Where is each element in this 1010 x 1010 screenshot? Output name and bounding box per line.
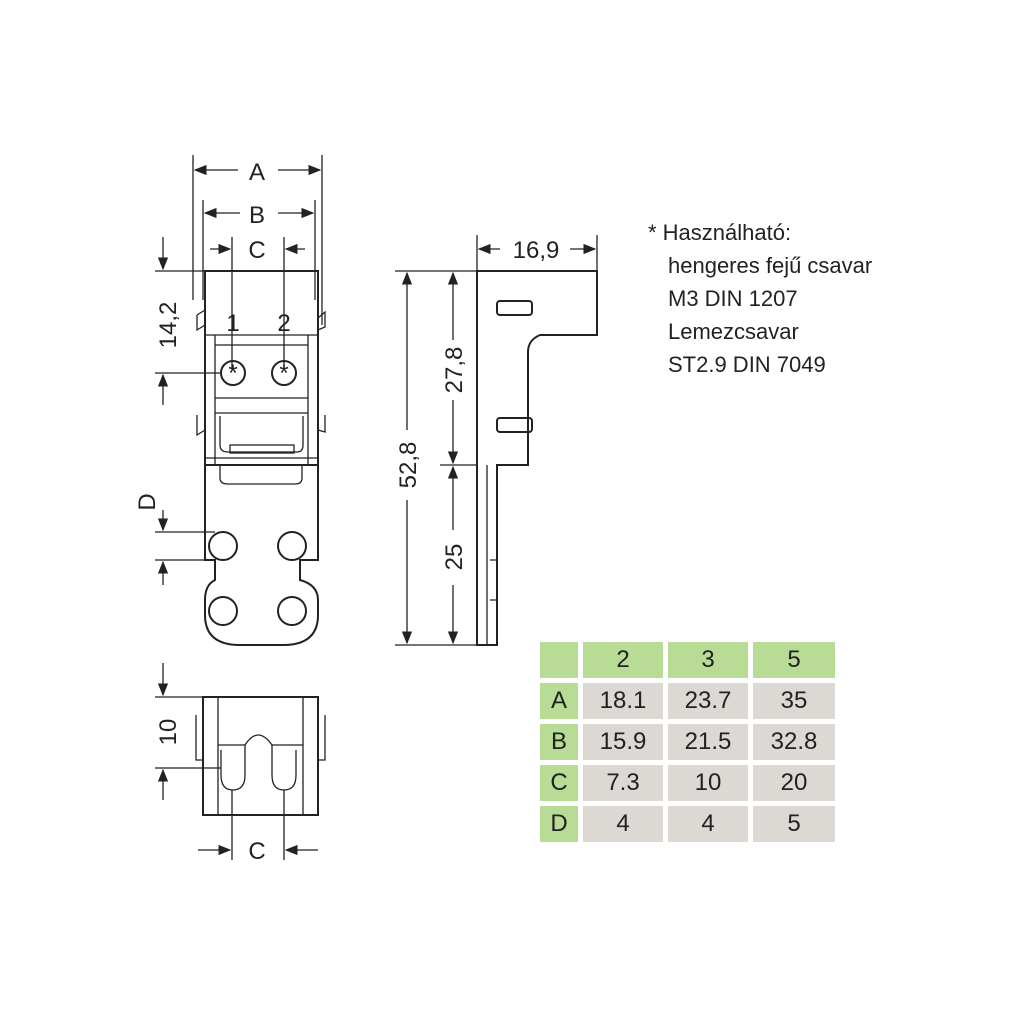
note-line: ST2.9 DIN 7049 xyxy=(668,352,826,377)
header-cell xyxy=(540,642,578,678)
header-cell: 3 xyxy=(668,642,748,678)
row-label: C xyxy=(540,765,578,801)
dim-10: 10 xyxy=(155,719,182,746)
dim-14-2: 14,2 xyxy=(155,302,182,349)
table-header-row: 2 3 5 xyxy=(540,642,835,678)
dim-27-8: 27,8 xyxy=(441,347,468,394)
cell: 10 xyxy=(668,765,748,801)
pole-label-1: 1 xyxy=(226,310,239,337)
row-label: B xyxy=(540,724,578,760)
header-cell: 2 xyxy=(583,642,663,678)
side-view: 16,9 52,8 27,8 25 xyxy=(395,235,598,646)
front-view: * * 1 2 A B C 14,2 D xyxy=(134,155,326,646)
cell: 7.3 xyxy=(583,765,663,801)
note-line: * Használható: xyxy=(648,220,792,245)
cell: 35 xyxy=(753,683,835,719)
cell: 32.8 xyxy=(753,724,835,760)
cell: 20 xyxy=(753,765,835,801)
cell: 4 xyxy=(668,806,748,842)
cell: 21.5 xyxy=(668,724,748,760)
cell: 4 xyxy=(583,806,663,842)
note-line: hengeres fejű csavar xyxy=(668,253,873,278)
dim-bottom-C: C xyxy=(248,838,265,865)
dim-25: 25 xyxy=(441,544,468,571)
dim-16-9: 16,9 xyxy=(513,237,560,264)
cell: 5 xyxy=(753,806,835,842)
dim-A: A xyxy=(249,159,265,186)
row-label: A xyxy=(540,683,578,719)
note-line: M3 DIN 1207 xyxy=(668,286,798,311)
bottom-view: 10 C xyxy=(155,663,326,865)
cell: 18.1 xyxy=(583,683,663,719)
screw-note: * Használható: hengeres fejű csavar M3 D… xyxy=(648,216,872,381)
screw-mark-2: * xyxy=(279,360,288,387)
cell: 15.9 xyxy=(583,724,663,760)
cell: 23.7 xyxy=(668,683,748,719)
dim-C: C xyxy=(248,237,265,264)
dim-D: D xyxy=(134,493,161,510)
dim-B: B xyxy=(249,202,265,229)
header-cell: 5 xyxy=(753,642,835,678)
note-line: Lemezcsavar xyxy=(668,319,799,344)
row-label: D xyxy=(540,806,578,842)
screw-mark-1: * xyxy=(228,360,237,387)
dim-52-8: 52,8 xyxy=(395,442,422,489)
